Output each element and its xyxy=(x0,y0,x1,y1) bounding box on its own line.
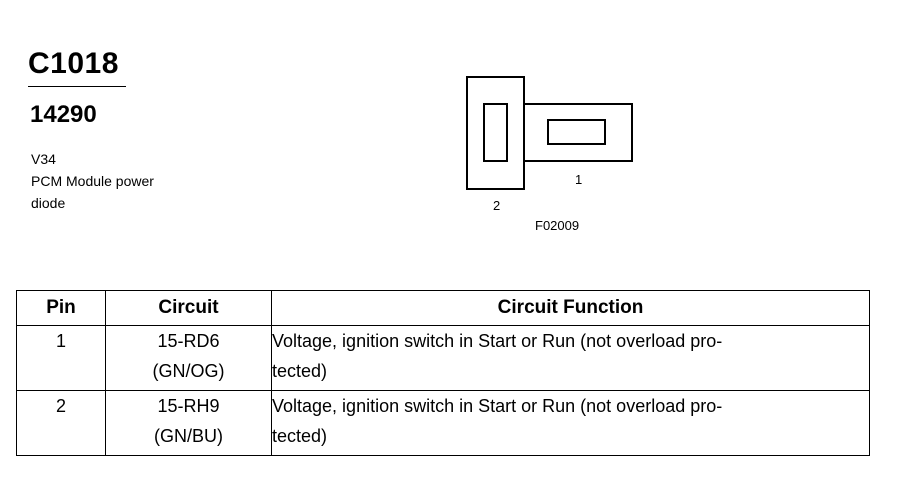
pin-label-1: 1 xyxy=(575,172,583,187)
description-line: PCM Module power xyxy=(31,173,154,189)
circuit-number: 15-RH9 xyxy=(157,396,220,416)
pin-2-terminal xyxy=(483,103,508,162)
circuit-cell: 15-RH9 (GN/BU) xyxy=(105,390,272,456)
pin-label-2: 2 xyxy=(493,198,501,213)
pin-cell: 1 xyxy=(16,325,106,391)
column-header-circuit: Circuit xyxy=(105,290,272,326)
description-line: diode xyxy=(31,195,66,211)
function-line: Voltage, ignition switch in Start or Run… xyxy=(272,331,723,351)
connector-id-underline xyxy=(28,86,126,87)
circuit-number: 15-RD6 xyxy=(157,331,220,351)
column-header-pin: Pin xyxy=(16,290,106,326)
function-line: tected) xyxy=(272,361,328,381)
table-header-row: Pin Circuit Circuit Function xyxy=(16,290,870,326)
part-number: 14290 xyxy=(30,101,97,128)
column-header-function: Circuit Function xyxy=(271,290,870,326)
pin-table: Pin Circuit Circuit Function 1 15-RD6 (G… xyxy=(16,290,870,456)
function-cell: Voltage, ignition switch in Start or Run… xyxy=(271,325,870,391)
connector-tab-outline xyxy=(523,103,633,162)
pin-cell: 2 xyxy=(16,390,106,456)
function-cell: Voltage, ignition switch in Start or Run… xyxy=(271,390,870,456)
figure-code: F02009 xyxy=(535,218,580,233)
connector-face-drawing xyxy=(466,76,633,190)
table-row: 1 15-RD6 (GN/OG) Voltage, ignition switc… xyxy=(16,325,870,391)
circuit-color: (GN/BU) xyxy=(154,426,223,446)
description-line: V34 xyxy=(31,151,56,167)
function-line: tected) xyxy=(272,426,328,446)
connector-description: V34 PCM Module power diode xyxy=(31,148,154,214)
function-line: Voltage, ignition switch in Start or Run… xyxy=(272,396,723,416)
circuit-color: (GN/OG) xyxy=(152,361,225,381)
table-row: 2 15-RH9 (GN/BU) Voltage, ignition switc… xyxy=(16,390,870,456)
connector-id: C1018 xyxy=(28,47,119,80)
connector-face-diagram: 1 2 F02009 xyxy=(455,70,655,240)
circuit-cell: 15-RD6 (GN/OG) xyxy=(105,325,272,391)
pin-1-terminal xyxy=(547,119,606,145)
connector-body-outline xyxy=(466,76,525,190)
